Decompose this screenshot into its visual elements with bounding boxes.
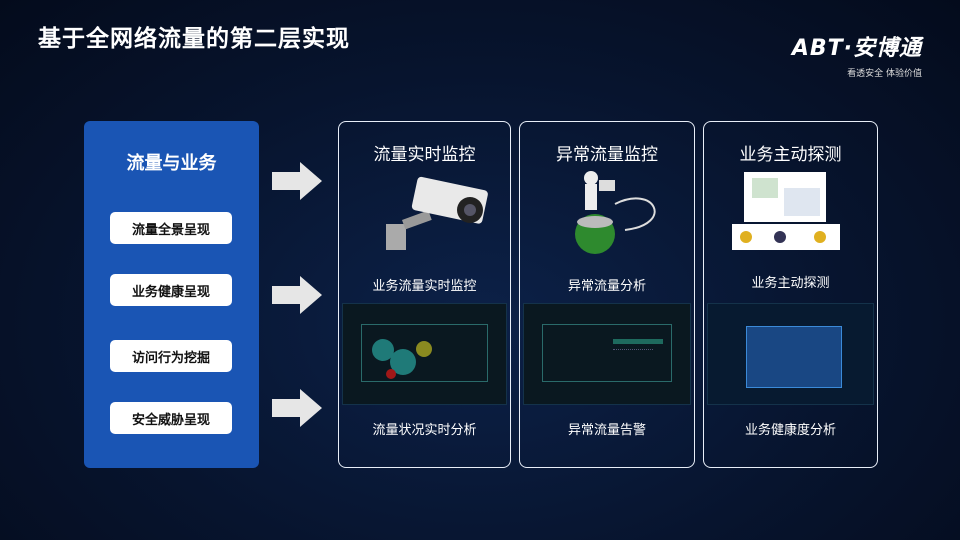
card-bottom-label: 流量状况实时分析 [372,423,477,438]
dashboard-screenshot [707,303,874,405]
card-realtime-monitor: 流量实时监控 业务流量实时监控 流量状况实时分析 [338,121,511,468]
arrow-right-icon [272,276,322,314]
left-panel-heading: 流量与业务 [126,153,217,174]
item-security-threat: 安全威胁呈现 [110,402,232,434]
card-subtitle: 业务流量实时监控 [372,279,477,294]
card-subtitle: 业务主动探测 [751,276,830,291]
card-title: 异常流量监控 [556,145,658,165]
logo-slogan: 看透安全 体验价值 [847,69,922,79]
left-panel: 流量与业务 流量全景呈现 业务健康呈现 访问行为挖掘 安全威胁呈现 [84,121,259,468]
item-traffic-overview: 流量全景呈现 [110,212,232,244]
card-anomaly-monitor: 异常流量监控 异常流量分析 异常流量告警 [519,121,695,468]
item-access-behavior: 访问行为挖掘 [110,340,232,372]
logo: ABT·安博通 看透安全 体验价值 [762,30,922,79]
camera-icon [386,176,488,250]
card-title: 流量实时监控 [373,145,476,165]
card-title: 业务主动探测 [739,145,842,165]
globe-laptop-icon [575,171,656,254]
card-bottom-label: 异常流量告警 [567,423,646,438]
dashboard-screenshot [342,303,507,405]
item-business-health: 业务健康呈现 [110,274,232,306]
probe-diagram-icon [732,172,840,250]
card-subtitle: 异常流量分析 [567,279,646,294]
dashboard-screenshot [523,303,691,405]
page-title: 基于全网络流量的第二层实现 [38,26,350,52]
card-bottom-label: 业务健康度分析 [744,423,836,438]
card-active-probe: 业务主动探测 业务主动探测 业务健康度分析 [703,121,878,468]
arrow-right-icon [272,162,322,200]
logo-brand: ABT·安博通 [791,36,922,61]
arrow-right-icon [272,389,322,427]
